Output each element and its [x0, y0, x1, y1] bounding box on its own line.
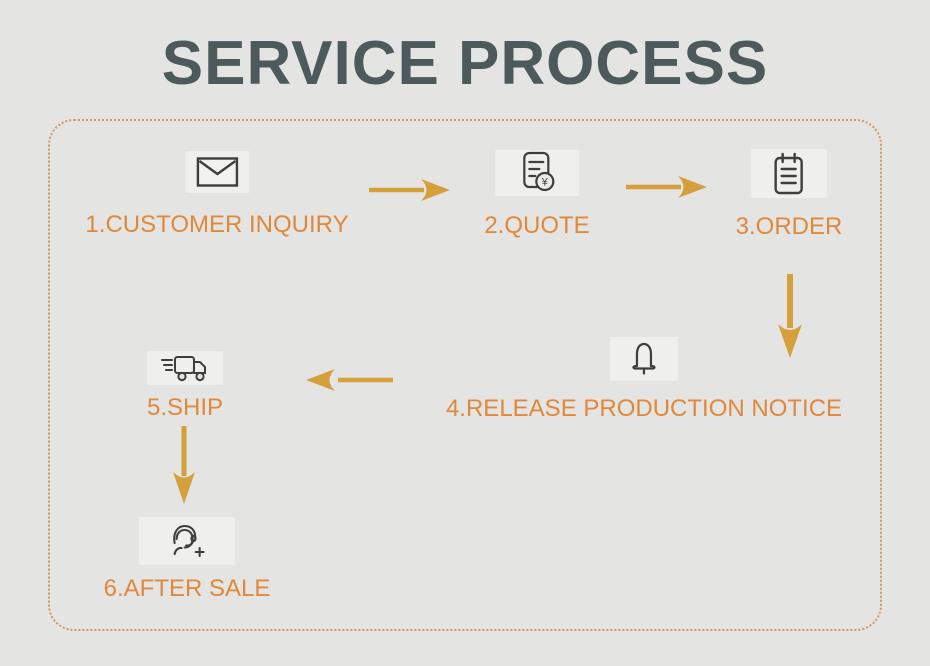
step-label: 4.RELEASE PRODUCTION NOTICE — [445, 395, 843, 422]
arrow-ship-to-aftersale — [170, 424, 198, 504]
step-label: 2.QUOTE — [484, 212, 590, 239]
delivery-truck-icon — [147, 351, 223, 385]
after-sale-support-icon — [138, 517, 235, 565]
step-after-sale: 6.AFTER SALE — [103, 517, 271, 603]
page-title: SERVICE PROCESS — [161, 29, 769, 98]
arrow-order-to-notice — [776, 272, 804, 358]
bell-notice-icon — [609, 337, 678, 381]
step-customer-inquiry: 1.CUSTOMER INQUIRY — [85, 151, 349, 239]
arrow-notice-to-ship — [306, 367, 396, 393]
step-label: 6.AFTER SALE — [103, 575, 271, 602]
step-ship: 5.SHIP — [147, 351, 223, 422]
clipboard-order-icon — [751, 149, 827, 198]
envelope-icon — [185, 151, 249, 193]
step-label: 1.CUSTOMER INQUIRY — [85, 211, 349, 238]
step-release-production-notice: 4.RELEASE PRODUCTION NOTICE — [446, 337, 842, 423]
svg-text:¥: ¥ — [540, 177, 548, 189]
quotation-document-icon: ¥ — [494, 150, 579, 196]
dashed-border-frame — [48, 119, 882, 631]
step-order: 3.ORDER — [735, 149, 843, 241]
arrow-inquiry-to-quote — [366, 177, 450, 203]
arrow-quote-to-order — [623, 174, 707, 200]
step-quote: ¥ 2.QUOTE — [484, 150, 590, 240]
step-label: 5.SHIP — [146, 394, 224, 421]
step-label: 3.ORDER — [735, 213, 843, 240]
